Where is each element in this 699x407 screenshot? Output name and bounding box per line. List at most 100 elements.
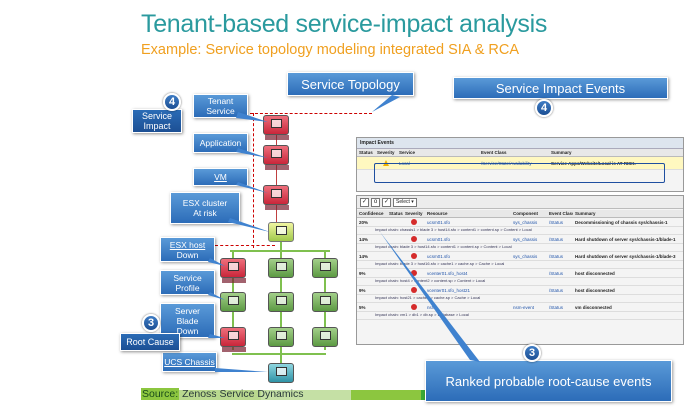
impact-chain[interactable]: Impact chain: host21 > cache2 > cache.sp… — [357, 295, 683, 303]
critical-severity-icon — [411, 236, 417, 242]
topology-link — [232, 353, 326, 355]
esx-host-node[interactable] — [312, 258, 338, 278]
service-profile-line2: Profile — [175, 282, 200, 293]
tenant-service-line2: Service — [206, 106, 235, 116]
component-link[interactable]: sys_chassis — [513, 219, 538, 225]
ack-button[interactable]: ✓ — [360, 197, 369, 207]
resource-link[interactable]: ucsm01.sfo — [427, 253, 451, 259]
number-badge-impact-right: 4 — [535, 99, 553, 117]
esx-host-node[interactable] — [220, 258, 246, 283]
vm-node[interactable] — [263, 185, 289, 210]
critical-severity-icon — [411, 219, 417, 225]
critical-severity-icon — [411, 287, 417, 293]
server-blade-node[interactable] — [312, 327, 338, 347]
event-class-link[interactable]: /Status — [549, 287, 564, 293]
impact-chain[interactable]: Impact chain: chassis1 > blade 3 > host1… — [357, 227, 683, 235]
col-status[interactable]: Status — [389, 211, 403, 216]
impact-chain[interactable]: Impact chain: blade 3 > host16.sfo > cac… — [357, 261, 683, 269]
resource-link[interactable]: vcenter01.sfo_host4 — [427, 270, 468, 276]
service-profile-node[interactable] — [312, 292, 338, 312]
severity-cell — [403, 219, 425, 225]
resource-link[interactable]: nsm — [427, 304, 436, 310]
col-severity[interactable]: Severity — [377, 150, 395, 155]
root-cause-panel: ✓ o ✓ Select ▾ Confidence Status Severit… — [356, 195, 684, 345]
impact-chain[interactable]: Impact chain: vm1 > db1 > db.sp > Databa… — [357, 312, 683, 320]
topology-dash-line — [253, 113, 254, 248]
col-confidence[interactable]: Confidence — [359, 211, 384, 216]
component-link[interactable]: sys_chassis — [513, 253, 538, 259]
rc-toolbar: ✓ o ✓ Select ▾ — [357, 196, 683, 209]
topology-dash-line — [250, 113, 372, 114]
esx-host-callout: ESX host Down — [160, 237, 215, 262]
col-component[interactable]: Component — [513, 211, 538, 216]
summary-cell: Hard shutdown of server sys/chassis-1/bl… — [575, 253, 676, 259]
col-event-class[interactable]: Event Class — [481, 150, 507, 155]
esx-cluster-node[interactable] — [268, 222, 294, 242]
application-callout: Application — [193, 133, 248, 153]
service-profile-callout: Service Profile — [160, 270, 215, 295]
number-badge-rc-right: 3 — [523, 344, 541, 362]
confirm-button[interactable]: ✓ — [382, 197, 391, 207]
ucs-chassis-node[interactable] — [268, 363, 294, 383]
service-impact-line2: Impact — [143, 121, 171, 131]
col-summary[interactable]: Summary — [575, 211, 596, 216]
ucs-chassis-text: UCS Chassis — [164, 357, 215, 367]
vm-text: VM — [214, 172, 227, 182]
impact-events-header: Status Severity Service Event Class Summ… — [357, 149, 683, 157]
impact-chain[interactable]: Impact chain: host4 > content2 > content… — [357, 278, 683, 286]
component-link[interactable]: sys_chassis — [513, 236, 538, 242]
col-severity[interactable]: Severity — [405, 211, 423, 216]
rc-event-row[interactable]: 14% ucsm01.sfo sys_chassis/Status Hard shut… — [357, 252, 683, 261]
source-prefix: Source: — [141, 388, 180, 400]
ranked-root-cause-callout: Ranked probable root-cause events — [425, 360, 672, 402]
ucs-chassis-callout: UCS Chassis — [162, 352, 217, 372]
event-class-link[interactable]: /Status — [549, 253, 564, 259]
confidence-cell: 14% — [359, 253, 369, 259]
event-class-link[interactable]: /Status — [549, 219, 564, 225]
critical-severity-icon — [411, 304, 417, 310]
event-class-link[interactable]: /Status — [549, 236, 564, 242]
service-topology-callout: Service Topology — [287, 72, 414, 96]
number-badge-impact-left: 4 — [163, 93, 181, 111]
severity-cell — [403, 270, 425, 276]
col-service[interactable]: Service — [399, 150, 416, 155]
event-class-link[interactable]: /Status — [549, 304, 564, 310]
server-blade-node[interactable] — [268, 327, 294, 347]
service-profile-node[interactable] — [268, 292, 294, 312]
esx-cluster-callout: ESX cluster At risk — [170, 192, 240, 224]
service-profile-node[interactable] — [220, 292, 246, 312]
esx-host-line1: ESX host — [169, 239, 206, 250]
impact-chain[interactable]: Impact chain: blade 3 > host14.sfo > con… — [357, 244, 683, 252]
col-resource[interactable]: Resource — [427, 211, 448, 216]
esx-cluster-line1: ESX cluster — [182, 198, 228, 208]
close-event-button[interactable]: o — [371, 197, 380, 207]
resource-link[interactable]: ucsm01.sfo — [427, 236, 451, 242]
event-class-link[interactable]: /Status — [549, 270, 564, 276]
col-event-class[interactable]: Event Class — [549, 211, 573, 216]
resource-link[interactable]: ucsm01.sfo — [427, 219, 451, 225]
summary-cell: vm disconnected — [575, 304, 612, 310]
component-link[interactable]: nsm-event — [513, 304, 535, 310]
col-status[interactable]: Status — [359, 150, 373, 155]
tenant-service-node[interactable] — [263, 115, 289, 140]
server-blade-node[interactable] — [220, 327, 246, 352]
confidence-cell: 20% — [359, 219, 369, 225]
critical-severity-icon — [411, 270, 417, 276]
summary-cell: Hard shutdown of server sys/chassis-1/bl… — [575, 236, 676, 242]
application-node[interactable] — [263, 145, 289, 170]
resource-link[interactable]: vcenter01.sfo_host21 — [427, 287, 471, 293]
service-profile-line1: Service — [173, 272, 202, 283]
select-dropdown[interactable]: Select ▾ — [393, 197, 417, 207]
vm-callout: VM — [193, 168, 248, 186]
confidence-cell: 9% — [359, 287, 366, 293]
severity-cell — [403, 253, 425, 259]
col-summary[interactable]: Summary — [551, 150, 572, 155]
esx-host-node[interactable] — [268, 258, 294, 278]
slide-title: Tenant-based service-impact analysis — [141, 10, 548, 38]
